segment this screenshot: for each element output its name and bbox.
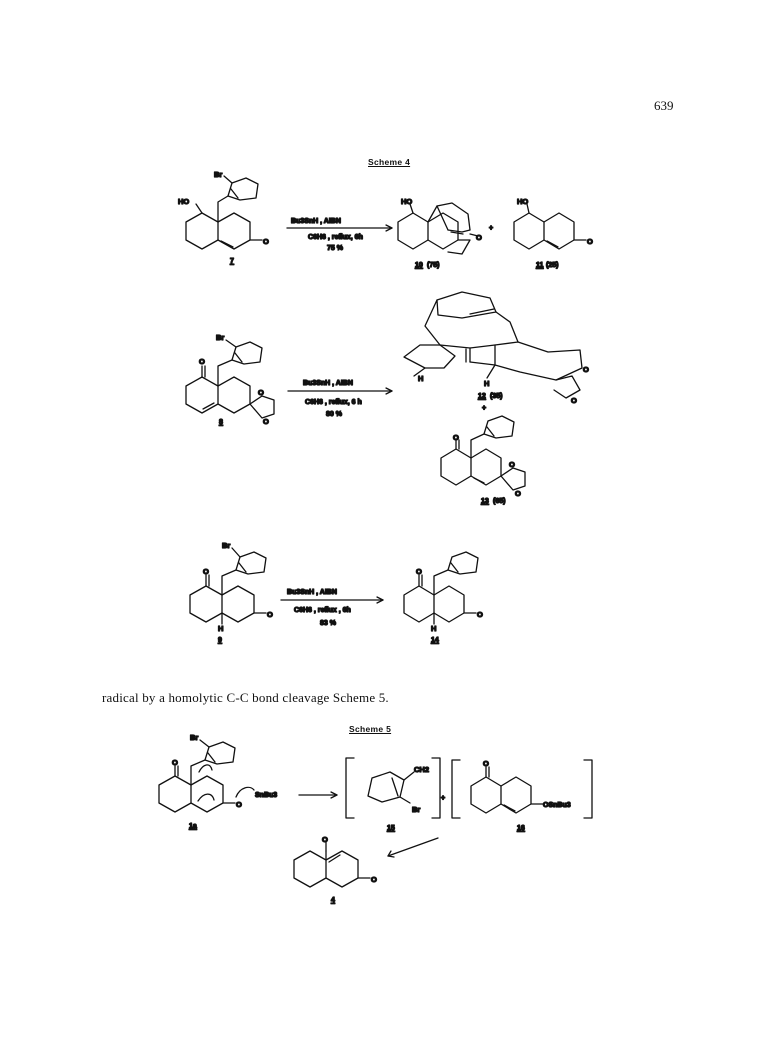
atom-o: O [258,388,264,397]
reaction-1-reagent: Bu3SnH , AIBN [291,218,341,225]
compound-10-label: 10 [415,262,423,269]
atom-o: O [509,460,515,469]
atom-o: O [263,417,269,426]
atom-o: O [263,237,269,246]
atom-h: H [431,624,436,633]
compound-12-structure [403,291,583,399]
compound-12-label: 12 [478,393,486,400]
atom-o: O [483,759,489,768]
compound-14-label: 14 [431,637,439,644]
scheme-4-title: Scheme 4 [368,157,411,167]
atom-ho: HO [178,197,189,206]
reaction-1-yield: 75 % [327,245,344,252]
atom-h: H [418,374,423,383]
compound-16-label: 16 [517,825,525,832]
atom-o: O [416,567,422,576]
compound-13-yield: (65) [493,498,505,505]
compound-13-label: 13 [481,498,489,505]
atom-o: O [371,875,377,884]
reaction-2-arrow [287,387,393,395]
reaction-1-plus: + [489,225,493,232]
compound-16-group: OSnBu3 [543,802,571,809]
reaction-3-yield: 83 % [320,620,337,627]
compound-15-label: 15 [387,825,395,832]
compound-11-yield: (25) [546,262,558,269]
compound-4-structure [293,841,371,888]
reaction-1-conditions: C6H6 , reflux, 6h [308,234,363,241]
reaction-1-arrow [286,224,393,232]
compound-13-structure [440,415,526,491]
reaction-2-conditions: C6H6 , reflux, 6 h [305,399,362,406]
compound-7-label: 7 [230,258,234,265]
compound-11-label: 11 [536,262,544,269]
atom-br: Br [214,170,222,179]
compound-14-structure [403,551,479,625]
compound-4-label: 4 [331,897,335,904]
compound-8-structure [185,339,275,419]
atom-o: O [453,433,459,442]
scheme-5-return-arrow [387,837,439,858]
reaction-3-conditions: C6H6 , reflux , 6h [294,607,351,614]
compound-12-yield: (35) [490,393,502,400]
compound-16-structure [451,759,593,819]
atom-o: O [477,610,483,619]
atom-ho: HO [517,197,528,206]
compound-1a-label: 1a [189,823,197,830]
atom-br: Br [222,541,230,550]
atom-o: O [267,610,273,619]
reaction-2-reagent: Bu3SnH , AIBN [303,380,353,387]
scheme-5-plus: + [441,795,445,802]
atom-o: O [199,357,205,366]
atom-br: Br [412,805,420,814]
scheme-5-reagent: SnBu3 [255,792,277,799]
compound-8-label: 8 [219,419,223,426]
atom-h: H [218,624,223,633]
atom-o: O [571,396,577,405]
atom-o: O [172,758,178,767]
atom-o: O [583,365,589,374]
atom-o: O [322,835,328,844]
atom-o: O [476,233,482,242]
atom-o: O [587,237,593,246]
reaction-2-yield: 80 % [326,411,343,418]
atom-h: H [484,379,489,388]
atom-br: Br [190,733,198,742]
compound-7-structure [185,175,263,250]
reaction-2-plus: + [482,405,486,412]
compound-10-yield: (75) [427,262,439,269]
atom-o: O [515,489,521,498]
scheme-5-arrow [298,791,338,799]
body-text: radical by a homolytic C-C bond cleavage… [102,690,389,705]
compound-9-label: 9 [218,637,222,644]
compound-10-structure [397,202,479,255]
atom-o: O [203,567,209,576]
atom-ch2: CH2 [414,765,429,774]
reaction-3-arrow [280,596,384,604]
page-number: 639 [654,98,674,113]
reaction-3-reagent: Bu3SnH , AIBN [287,589,337,596]
compound-11-structure [513,203,587,250]
atom-br: Br [216,333,224,342]
atom-o: O [236,800,242,809]
compound-1a-structure [158,739,255,813]
compound-15-structure [345,757,441,819]
scheme-5-title: Scheme 5 [349,724,392,734]
atom-ho: HO [401,197,412,206]
compound-9-structure [189,547,267,625]
